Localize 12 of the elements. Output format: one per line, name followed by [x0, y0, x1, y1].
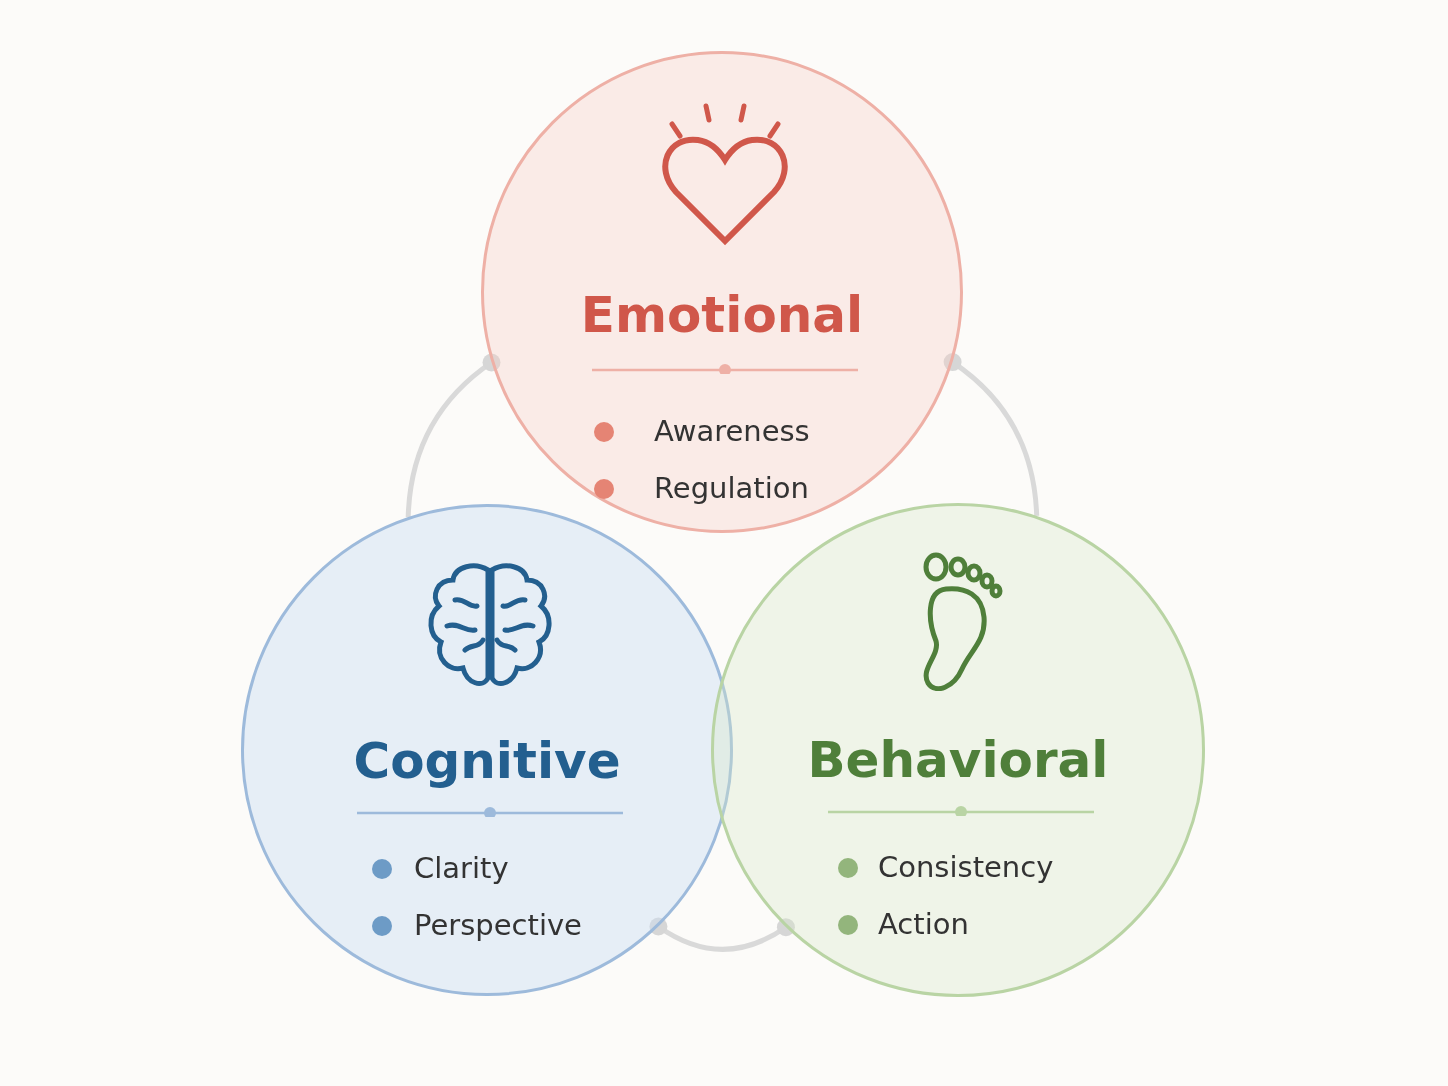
circle-title: Cognitive [353, 732, 621, 790]
connector-arc [405, 353, 501, 518]
list-item: Consistency [878, 850, 1054, 884]
circle-title: Behavioral [807, 731, 1109, 789]
list-item: Awareness [654, 414, 810, 448]
list-item: Regulation [654, 471, 809, 505]
list-item: Perspective [414, 908, 582, 942]
list-item: Clarity [414, 851, 509, 885]
connector-arc [943, 353, 1040, 517]
connector-arc [649, 917, 795, 952]
list-item: Action [878, 907, 969, 941]
circle-title: Emotional [580, 286, 864, 344]
